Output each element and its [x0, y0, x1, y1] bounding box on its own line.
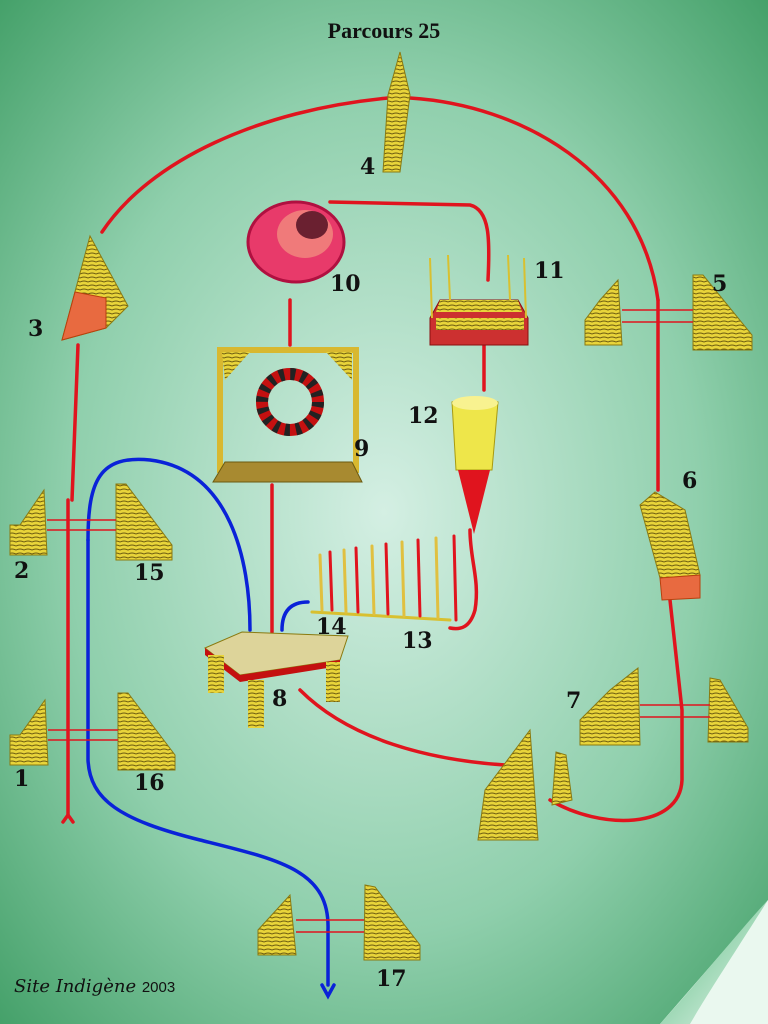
- obstacle-label-4: 4: [360, 154, 376, 180]
- long-jump-11-icon: [429, 254, 529, 346]
- jump-2-icon: [9, 488, 48, 556]
- obstacle-label-3: 3: [28, 316, 44, 342]
- obstacle-label-5: 5: [712, 271, 728, 297]
- chute-12-icon: [451, 396, 499, 534]
- plank-4-icon: [382, 51, 411, 173]
- obstacle-label-10: 10: [330, 271, 361, 297]
- site-credit: Site Indigène 2003: [14, 976, 175, 997]
- obstacle-label-2: 2: [14, 558, 30, 584]
- jump-1-icon: [9, 698, 49, 766]
- secondary-route: [86, 457, 336, 1000]
- obstacle-label-15: 15: [134, 560, 165, 586]
- jump-15-icon: [47, 483, 173, 561]
- obstacle-label-11: 11: [534, 258, 565, 284]
- jump-icon: [477, 728, 573, 841]
- tunnel-10-icon: [246, 200, 346, 284]
- a-frame-3-icon: [61, 234, 129, 341]
- jump-5-icon: [584, 274, 753, 351]
- table-8-icon: [204, 631, 349, 728]
- main-route: [61, 96, 684, 824]
- site-name: Site Indigène: [14, 976, 137, 997]
- jump-7-icon: [579, 666, 749, 746]
- jump-16-icon: [48, 692, 176, 771]
- obstacle-label-16: 16: [134, 770, 165, 796]
- obstacle-label-1: 1: [14, 766, 30, 792]
- tire-jump-9-icon: [212, 347, 363, 483]
- obstacle-label-13: 13: [402, 628, 433, 654]
- credit-year: 2003: [141, 979, 176, 996]
- obstacle-label-7: 7: [566, 688, 582, 714]
- obstacle-label-12: 12: [408, 403, 439, 429]
- weave-poles-13-14-icon: [310, 534, 458, 622]
- page-title: Parcours 25: [327, 18, 441, 43]
- obstacle-label-8: 8: [272, 686, 288, 712]
- obstacle-label-14: 14: [316, 614, 347, 640]
- jump-17-icon: [257, 884, 421, 961]
- obstacle-label-17: 17: [376, 966, 407, 992]
- plank-6-icon: [639, 491, 701, 601]
- obstacle-label-6: 6: [682, 468, 698, 494]
- obstacle-label-9: 9: [354, 436, 370, 462]
